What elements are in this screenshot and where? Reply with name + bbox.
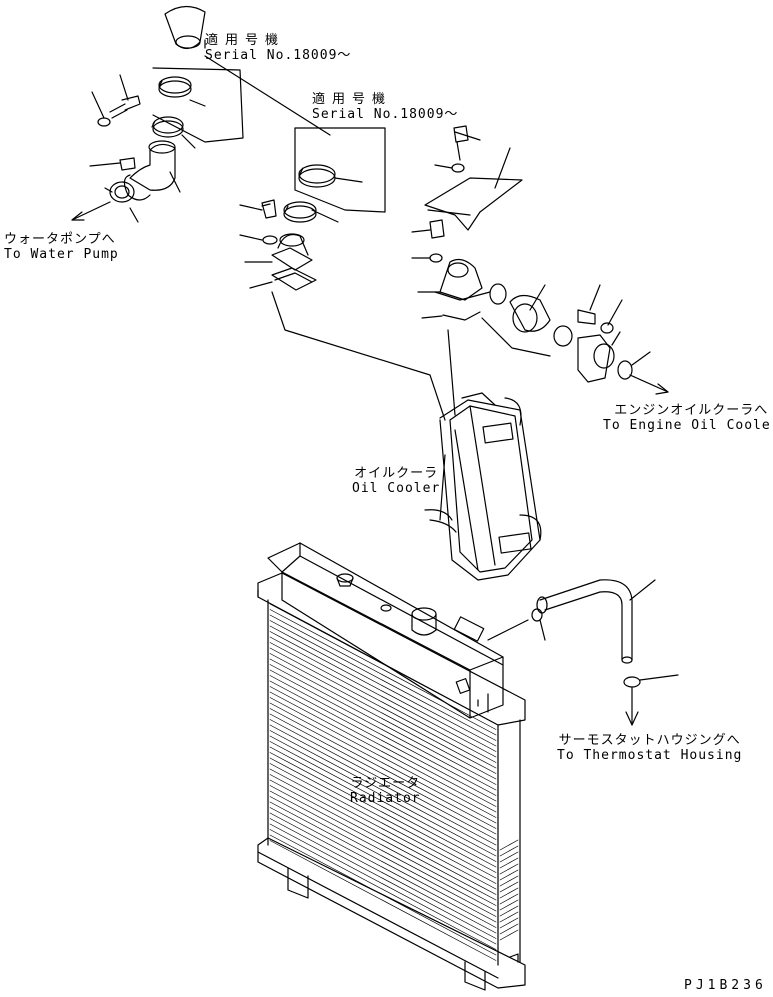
serial-note-2-box [204, 55, 386, 213]
thermostat-pipe [531, 579, 679, 726]
radiator-en: Radiator [350, 791, 421, 806]
oil-cooler-en: Oil Cooler [352, 481, 441, 496]
oil-cooler-ja: オイルクーラ [354, 466, 439, 481]
serial-note-1-en: Serial No.18009～ [205, 48, 352, 63]
serial-note-1-ja: 適用号機 [205, 33, 286, 48]
water-pump-en: To Water Pump [4, 247, 119, 262]
oil-cooler-assembly [424, 392, 542, 581]
radiator-core-fins [269, 603, 519, 961]
thermostat-label: サーモスタットハウジングへ To Thermostat Housing [557, 733, 742, 763]
thermostat-en: To Thermostat Housing [557, 748, 743, 763]
serial-note-2: 適用号機 Serial No.18009～ [312, 92, 458, 122]
radiator-assembly [257, 542, 529, 991]
oil-cooler-label: オイルクーラ Oil Cooler [352, 466, 440, 496]
serial-note-1: 適用号機 Serial No.18009～ [205, 33, 351, 63]
serial-note-2-ja: 適用号機 [312, 92, 393, 107]
water-pump-label: ウォータポンプへ To Water Pump [4, 232, 119, 262]
engine-oil-cooler-label: エンジンオイルクーラへ To Engine Oil Cooler [603, 403, 773, 433]
left-hose-group [71, 5, 244, 223]
serial-note-2-en: Serial No.18009～ [312, 107, 459, 122]
right-elbow-group [411, 125, 669, 416]
thermostat-ja: サーモスタットハウジングへ [558, 733, 741, 748]
radiator-ja: ラジエータ [350, 776, 421, 791]
engine-oil-cooler-ja: エンジンオイルクーラへ [614, 403, 769, 418]
engine-oil-cooler-en: To Engine Oil Cooler [603, 418, 773, 433]
drawing-code: PJ1B236 [684, 978, 767, 993]
radiator-label: ラジエータ Radiator [350, 776, 421, 806]
water-pump-ja: ウォータポンプへ [4, 232, 116, 247]
center-elbow-group [239, 199, 446, 421]
